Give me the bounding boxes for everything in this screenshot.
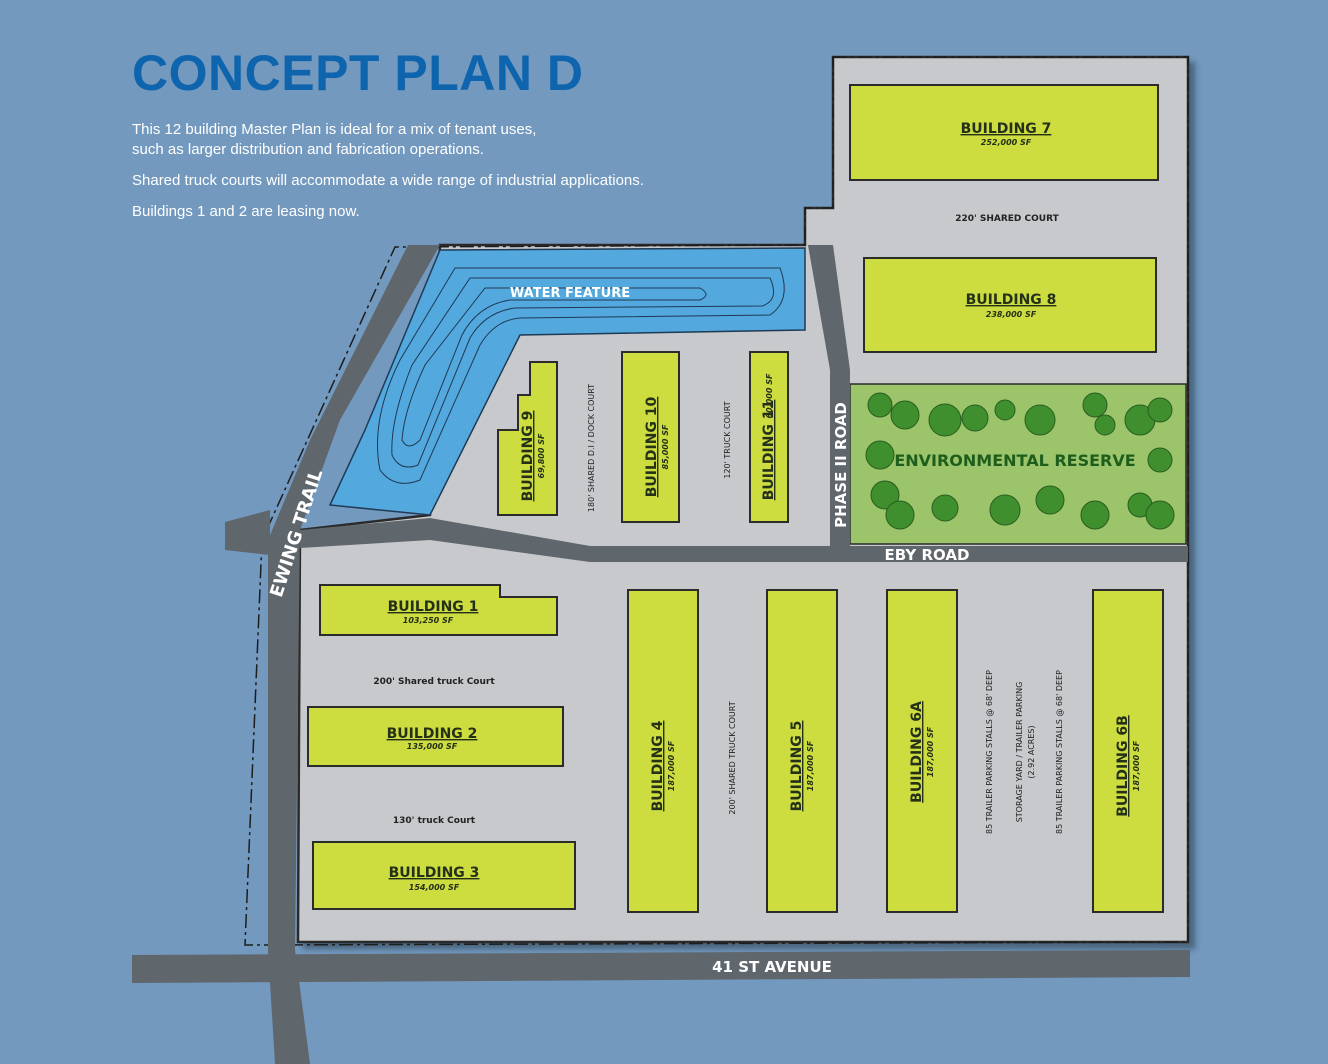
building-1-name: BUILDING 1 — [388, 599, 479, 615]
court-labels: 220' SHARED COURT 200' Shared truck Cour… — [373, 214, 1064, 834]
building-11-sf: 60,000 SF — [765, 373, 774, 418]
building-1[interactable]: BUILDING 1 103,250 SF — [319, 584, 558, 636]
roads: 41 ST AVENUE EBY ROAD PHASE II ROAD EWIN… — [132, 245, 1190, 1064]
building-8[interactable]: BUILDING 8 238,000 SF — [863, 257, 1157, 353]
road-label-41-st-avenue: 41 ST AVENUE — [712, 958, 832, 976]
building-6a-sf: 187,000 SF — [926, 726, 935, 777]
court-label-180: 180' SHARED D.I / DOCK COURT — [587, 384, 596, 512]
building-4[interactable]: BUILDING 4 187,000 SF — [627, 589, 699, 913]
building-4-sf: 187,000 SF — [667, 740, 676, 791]
page-title: CONCEPT PLAN D — [132, 45, 584, 101]
building-6a[interactable]: BUILDING 6A 187,000 SF — [886, 589, 958, 913]
road-phase-ii — [808, 245, 850, 546]
building-5-sf: 187,000 SF — [806, 740, 815, 791]
building-10-name: BUILDING 10 — [644, 396, 660, 497]
building-3-sf: 154,000 SF — [409, 883, 460, 892]
court-label-trailer-right: 85 TRAILER PARKING STALLS @ 68' DEEP — [1055, 670, 1064, 834]
building-9-name: BUILDING 9 — [520, 411, 536, 502]
building-4-name: BUILDING 4 — [650, 720, 666, 811]
building-9-sf: 69,800 SF — [537, 433, 546, 478]
court-label-storage-1: STORAGE YARD / TRAILER PARKING — [1015, 682, 1024, 823]
building-8-name: BUILDING 8 — [966, 292, 1057, 308]
building-9[interactable]: BUILDING 9 69,800 SF — [497, 361, 558, 516]
road-ewing-trail — [268, 245, 440, 1064]
road-label-eby: EBY ROAD — [885, 546, 970, 564]
building-7-sf: 252,000 SF — [981, 138, 1032, 147]
building-5[interactable]: BUILDING 5 187,000 SF — [766, 589, 838, 913]
building-11-name: BUILDING 11 — [761, 400, 777, 501]
road-eby — [300, 518, 1188, 562]
building-7[interactable]: BUILDING 7 252,000 SF — [849, 84, 1159, 181]
intro-paragraph-2: Shared truck courts will accommodate a w… — [132, 172, 644, 189]
water-feature-label: WATER FEATURE — [510, 286, 630, 301]
building-6b[interactable]: BUILDING 6B 187,000 SF — [1092, 589, 1164, 913]
buildings: BUILDING 7 252,000 SF BUILDING 8 238,000… — [307, 84, 1164, 913]
building-3[interactable]: BUILDING 3 154,000 SF — [312, 841, 576, 910]
court-label-220: 220' SHARED COURT — [955, 214, 1059, 224]
building-1-sf: 103,250 SF — [403, 616, 454, 625]
building-6a-name: BUILDING 6A — [909, 701, 925, 803]
intro-text: This 12 building Master Plan is ideal fo… — [132, 120, 732, 233]
building-2-sf: 135,000 SF — [407, 742, 458, 751]
building-6b-sf: 187,000 SF — [1132, 740, 1141, 791]
environmental-reserve-label: ENVIRONMENTAL RESERVE — [894, 451, 1135, 470]
court-label-120: 120' TRUCK COURT — [723, 401, 732, 478]
building-3-name: BUILDING 3 — [389, 865, 480, 881]
building-2[interactable]: BUILDING 2 135,000 SF — [307, 706, 564, 767]
building-8-sf: 238,000 SF — [986, 310, 1037, 319]
building-10-sf: 85,000 SF — [661, 424, 670, 469]
building-10[interactable]: BUILDING 10 85,000 SF — [621, 351, 680, 523]
intro-paragraph-3: Buildings 1 and 2 are leasing now. — [132, 203, 360, 220]
building-5-name: BUILDING 5 — [789, 721, 805, 812]
intro-paragraph-1: This 12 building Master Plan is ideal fo… — [132, 121, 537, 158]
water-feature-area: WATER FEATURE — [328, 247, 806, 516]
road-ewing-trail-stub — [225, 510, 270, 555]
building-11[interactable]: BUILDING 11 60,000 SF — [749, 351, 789, 523]
road-41-st-avenue — [132, 950, 1190, 983]
court-label-storage-2: (2.92 ACRES) — [1027, 725, 1036, 778]
building-2-name: BUILDING 2 — [387, 726, 478, 742]
building-6b-name: BUILDING 6B — [1115, 715, 1131, 817]
court-label-130: 130' truck Court — [393, 816, 476, 826]
environmental-reserve-area: ENVIRONMENTAL RESERVE — [849, 383, 1187, 545]
tree-icons — [865, 392, 1175, 530]
court-label-200b: 200' SHARED TRUCK COURT — [728, 701, 737, 814]
court-label-trailer-left: 85 TRAILER PARKING STALLS @ 68' DEEP — [985, 670, 994, 834]
building-7-name: BUILDING 7 — [961, 121, 1052, 137]
court-label-200a: 200' Shared truck Court — [373, 677, 495, 687]
road-label-phase-ii: PHASE II ROAD — [832, 402, 850, 528]
